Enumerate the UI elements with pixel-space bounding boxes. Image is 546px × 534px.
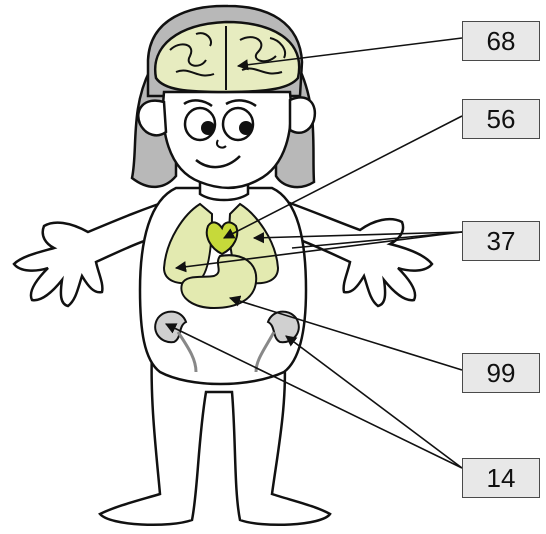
right-ear (290, 97, 315, 132)
label-box-heart: 56 (462, 99, 540, 139)
pointer-14-a (166, 324, 462, 468)
label-box-stomach: 99 (462, 353, 540, 393)
pointer-14-b (286, 336, 462, 468)
left-pupil (201, 121, 215, 135)
label-box-brain: 68 (462, 21, 540, 61)
label-box-lungs: 37 (462, 221, 540, 261)
face (163, 92, 291, 188)
label-box-kidneys: 14 (462, 458, 540, 498)
right-pupil (239, 121, 253, 135)
